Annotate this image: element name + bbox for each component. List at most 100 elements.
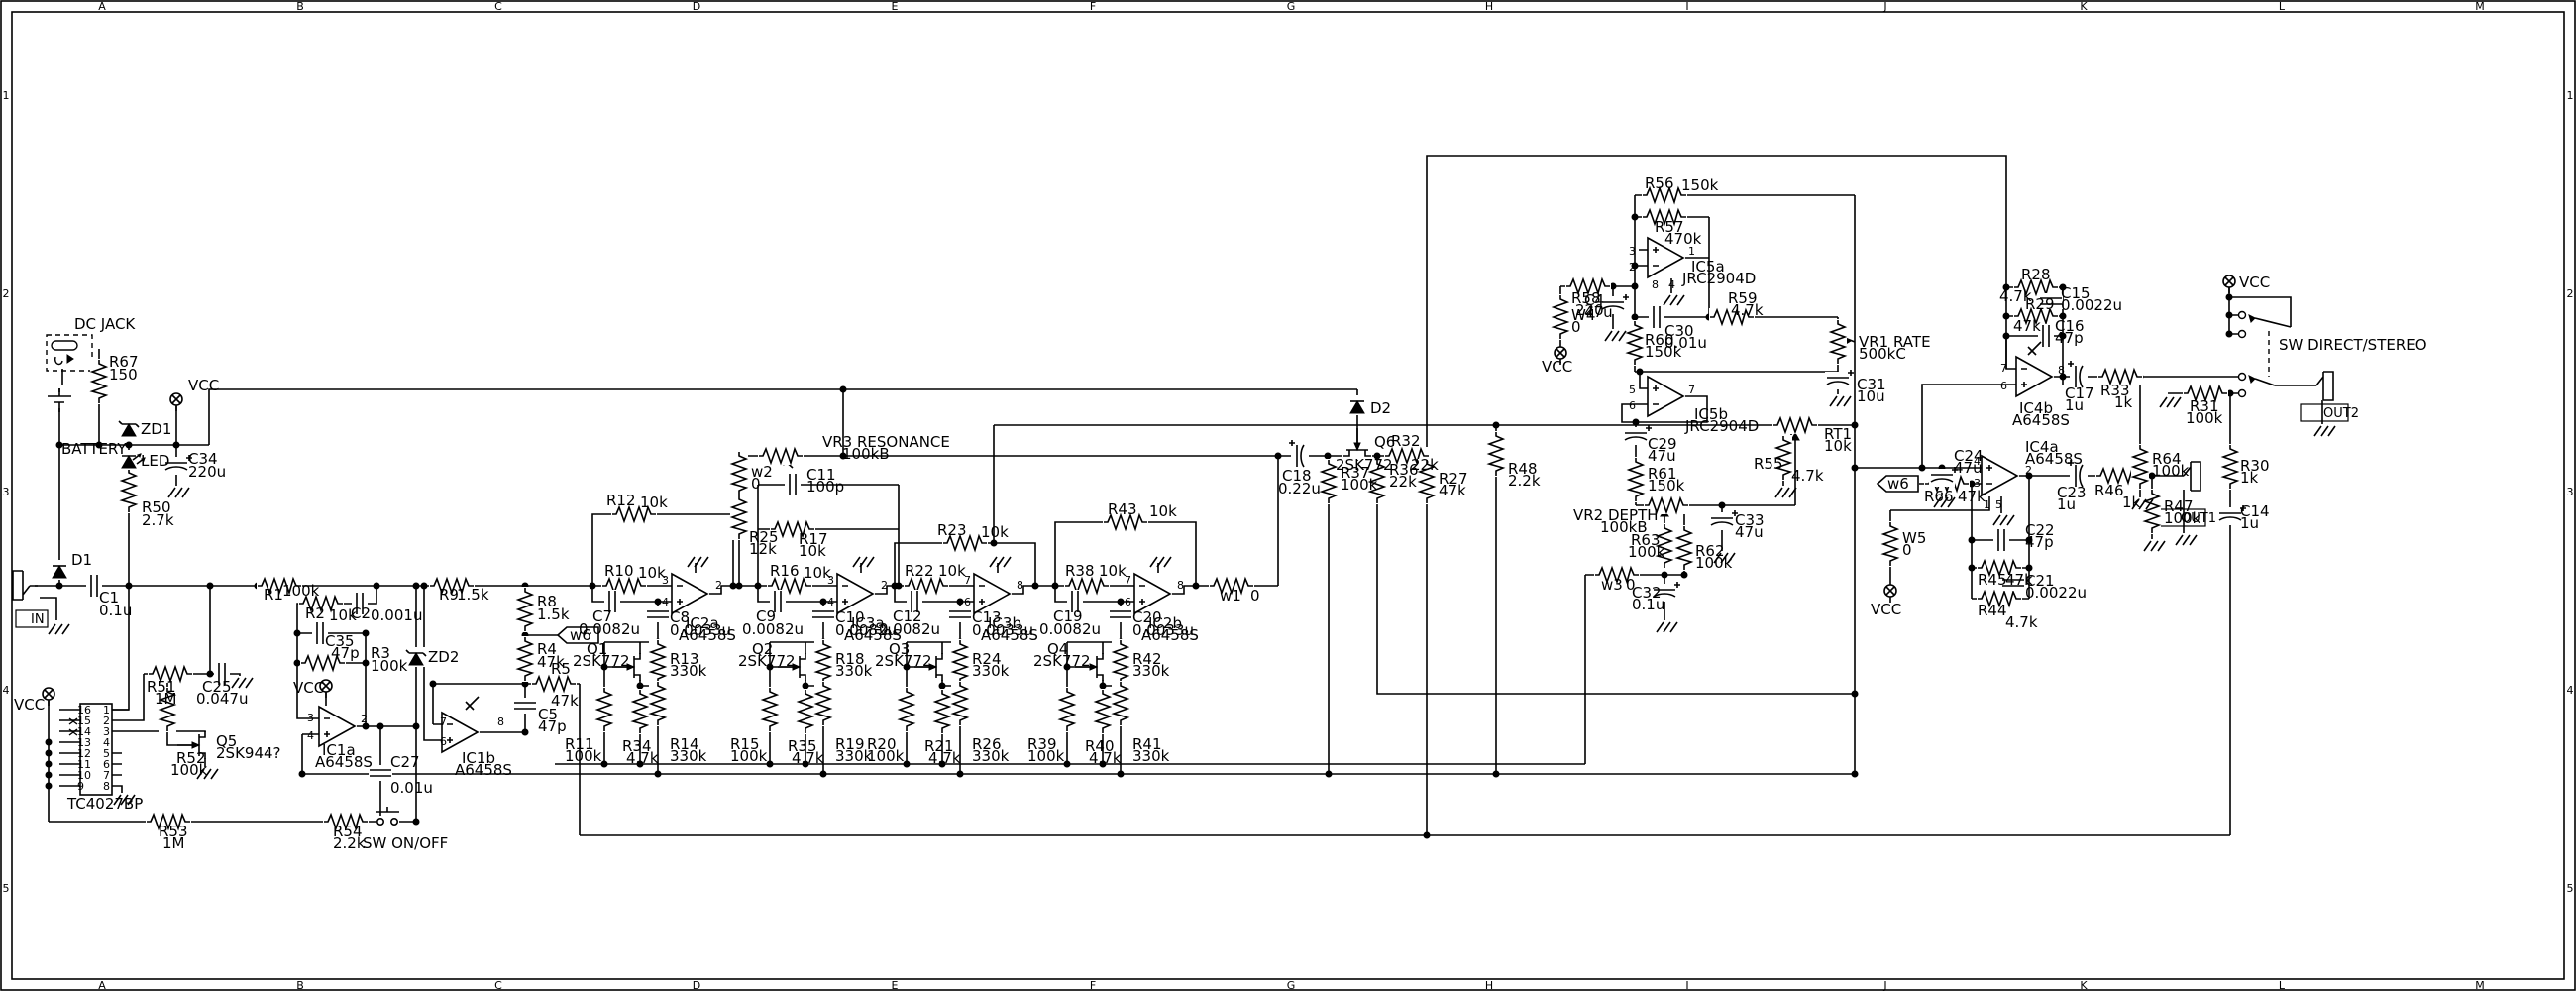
component-label: 47k bbox=[1439, 482, 1466, 499]
component-label: R67 bbox=[109, 353, 139, 371]
diode-symbol bbox=[1347, 394, 1367, 416]
resistor-symbol bbox=[1057, 686, 1077, 733]
capacitor-symbol bbox=[1108, 606, 1133, 623]
component-label: 2SK772 bbox=[738, 652, 796, 670]
ground-icon bbox=[1992, 514, 2015, 526]
component-label: 0.1u bbox=[99, 602, 132, 619]
component-label: 150k bbox=[1648, 477, 1685, 495]
grid-column-label: L bbox=[2279, 0, 2286, 13]
component-label: D1 bbox=[71, 551, 92, 569]
component-label: R45 bbox=[1978, 571, 2007, 589]
component-label: JRC2904D bbox=[1684, 417, 1759, 435]
component-label: R58 bbox=[1571, 289, 1601, 307]
pushbutton-switch-icon bbox=[375, 806, 400, 827]
capacitor-symbol bbox=[784, 472, 802, 497]
ground-icon bbox=[1829, 395, 1852, 407]
component-label: IC3a bbox=[851, 614, 885, 632]
component-label: R10 bbox=[604, 562, 634, 580]
component-label: A6458S bbox=[981, 626, 1038, 644]
component-label: IC5b bbox=[1694, 405, 1728, 423]
component-label: 47p bbox=[2025, 533, 2054, 551]
component-label: A6458S bbox=[315, 753, 373, 771]
resistor-symbol bbox=[630, 688, 650, 735]
component-label: R39 bbox=[1027, 735, 1057, 753]
component-label: R63 bbox=[1631, 531, 1661, 549]
pin-number-label: 4 bbox=[1974, 455, 1981, 468]
component-label: 4.7k bbox=[1089, 749, 1122, 767]
component-label: A6458S bbox=[679, 626, 736, 644]
pin-number-label: 3 bbox=[307, 712, 314, 724]
component-label: 47u bbox=[1648, 447, 1676, 465]
component-label: 47u bbox=[1954, 459, 1983, 477]
component-label: R56 bbox=[1645, 174, 1674, 192]
component-label: 330k bbox=[835, 747, 873, 765]
component-label: 2SK944? bbox=[216, 744, 281, 762]
component-label: 330k bbox=[1132, 747, 1170, 765]
component-label: R11 bbox=[565, 735, 594, 753]
component-label: 0.001u bbox=[371, 606, 422, 624]
component-label: 0.0033u bbox=[1132, 621, 1194, 639]
grid-row-label: 5 bbox=[3, 882, 10, 895]
diode-symbol bbox=[50, 559, 69, 581]
grid-column-label: E bbox=[892, 979, 899, 991]
grid-column-label: F bbox=[1090, 0, 1096, 13]
grid-column-label: G bbox=[1287, 979, 1296, 991]
component-label: BATTERY bbox=[61, 440, 127, 458]
ground-icon bbox=[231, 677, 254, 689]
component-label: 10k bbox=[638, 564, 666, 582]
component-label: R1 bbox=[264, 586, 283, 604]
component-label: 100k bbox=[867, 747, 905, 765]
component-label: R12 bbox=[606, 492, 636, 509]
pin-number-label: 4 bbox=[103, 736, 110, 749]
component-label: R14 bbox=[670, 735, 699, 753]
resistor-symbol bbox=[813, 638, 833, 686]
component-label: 2.2k bbox=[1508, 472, 1541, 490]
component-label: R47 bbox=[2164, 497, 2194, 515]
component-label: Q6 bbox=[1374, 433, 1395, 451]
grid-row-label: 2 bbox=[3, 287, 10, 300]
component-label: R61 bbox=[1648, 465, 1677, 483]
component-label: RT1 bbox=[1824, 425, 1852, 443]
pin-number-label: 8 bbox=[103, 780, 110, 793]
component-label: R29 bbox=[2025, 295, 2055, 313]
component-label: 330k bbox=[972, 662, 1010, 680]
component-label: R36 bbox=[1389, 461, 1419, 479]
component-label: 0.0082u bbox=[879, 620, 940, 638]
component-label: R13 bbox=[670, 650, 699, 668]
polarized-capacitor-symbol bbox=[1824, 369, 1855, 390]
component-label: 4.7k bbox=[1999, 287, 2032, 305]
component-label: R2 bbox=[305, 605, 325, 622]
component-label: R62 bbox=[1695, 542, 1725, 560]
resistor-symbol bbox=[2220, 443, 2240, 491]
component-label: C2 bbox=[351, 605, 371, 622]
component-label: 1k bbox=[2114, 393, 2133, 411]
component-label: R24 bbox=[972, 650, 1002, 668]
component-label: VCC bbox=[1871, 601, 1901, 618]
resistor-symbol bbox=[119, 467, 139, 514]
component-label: R28 bbox=[2021, 266, 2051, 283]
pin-number-label: 3 bbox=[1974, 477, 1981, 490]
component-label: 4.7k bbox=[626, 749, 659, 767]
component-label: R60 bbox=[1645, 331, 1674, 349]
ground-icon bbox=[1604, 330, 1627, 342]
pin-number-label: 7 bbox=[1688, 384, 1695, 396]
component-label: R3 bbox=[371, 644, 390, 662]
battery-symbol bbox=[45, 387, 74, 413]
resistor-symbol bbox=[2142, 488, 2162, 535]
grid-column-label: E bbox=[892, 0, 899, 13]
component-label: R34 bbox=[622, 737, 652, 755]
component-label: Q3 bbox=[889, 640, 910, 658]
resistor-symbol bbox=[1093, 688, 1113, 735]
polarized-capacitor-symbol bbox=[1708, 509, 1739, 531]
component-label: C8 bbox=[670, 608, 690, 626]
component-label: R59 bbox=[1728, 289, 1758, 307]
pin-number-label: 2 bbox=[715, 579, 722, 592]
capacitor-symbol bbox=[947, 606, 973, 623]
pin-number-label: 6 bbox=[1125, 596, 1131, 608]
component-label: R33 bbox=[2100, 382, 2130, 399]
component-label: C23 bbox=[2057, 484, 2087, 501]
pin-number-label: 4 bbox=[1668, 278, 1675, 291]
pin-number-label: 13 bbox=[77, 736, 91, 749]
component-label: SW DIRECT/STEREO bbox=[2279, 336, 2427, 354]
